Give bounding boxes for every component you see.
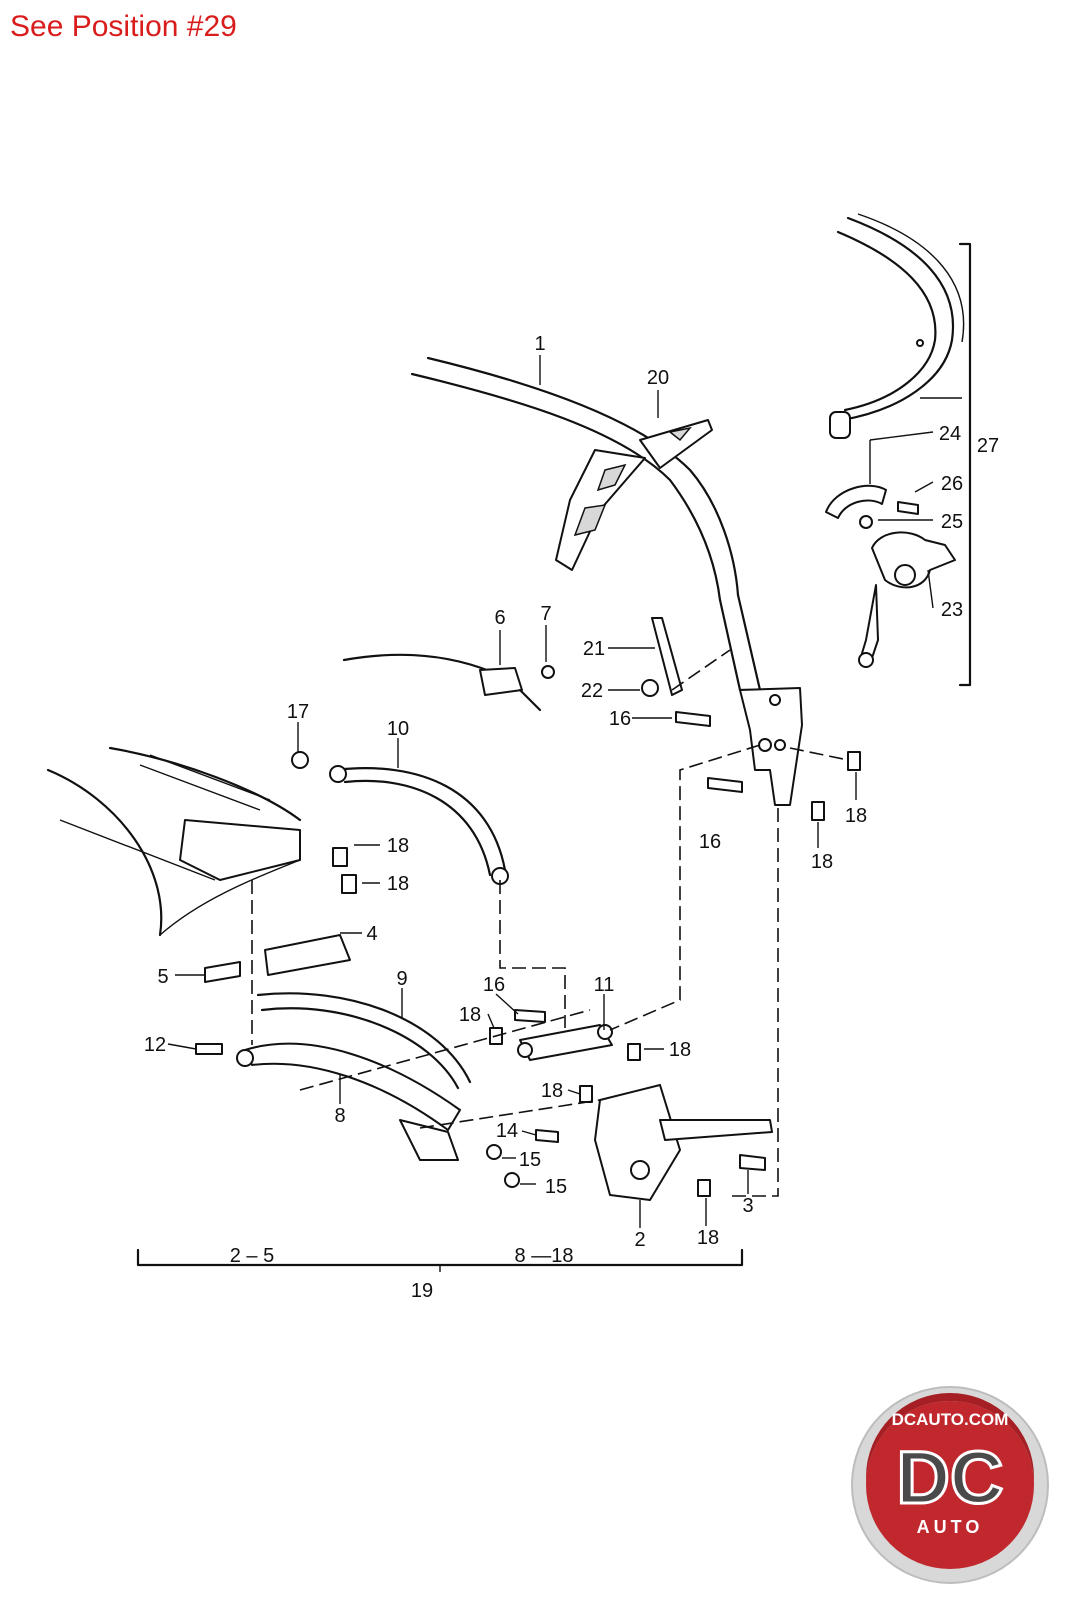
arm-part-8 — [236, 1042, 461, 1161]
cap-part-24 — [825, 484, 887, 519]
arm-part-9 — [256, 992, 472, 1090]
callout-18: 18 — [387, 873, 409, 895]
bolt-part-16-b — [707, 777, 743, 793]
callout-27: 27 — [977, 435, 999, 457]
nut-part-15-b — [504, 1172, 520, 1188]
clip-part-18 — [847, 751, 861, 771]
bolt-part-5 — [204, 961, 241, 983]
bolt-part-17 — [291, 751, 309, 769]
bolt-part-16-a — [675, 711, 711, 727]
callout-18: 18 — [541, 1080, 563, 1102]
clip-part-18 — [341, 874, 357, 894]
callout-18: 18 — [669, 1039, 691, 1061]
callout-25: 25 — [941, 511, 963, 533]
see-position-note: See Position #29 — [10, 10, 237, 43]
leader-lines — [167, 355, 934, 1228]
callout-16: 16 — [609, 708, 631, 730]
callout-9: 9 — [396, 968, 407, 990]
mechanism-part-23 — [858, 531, 956, 668]
callout-7: 7 — [540, 603, 551, 625]
callout-18: 18 — [845, 805, 867, 827]
callout-4: 4 — [366, 923, 377, 945]
callout-24: 24 — [939, 423, 961, 445]
callout-10: 10 — [387, 718, 409, 740]
callout-6: 6 — [494, 607, 505, 629]
svg-text:AUTO: AUTO — [917, 1517, 984, 1537]
bolt-part-12 — [195, 1043, 223, 1055]
range-2-5: 2 – 5 — [230, 1245, 274, 1267]
callout-12: 12 — [144, 1034, 166, 1056]
callout-15: 15 — [519, 1149, 541, 1171]
screw-part-26 — [897, 501, 919, 515]
main-bow-part-1 — [410, 356, 803, 806]
callout-15: 15 — [545, 1176, 567, 1198]
deck-lid — [46, 746, 302, 937]
callout-1: 1 — [534, 333, 545, 355]
dcauto-logo: DCAUTO.COM DC AUTO — [851, 1386, 1049, 1584]
callout-2: 2 — [634, 1229, 645, 1251]
callout-18: 18 — [387, 835, 409, 857]
clip-part-18 — [579, 1085, 593, 1103]
svg-text:DCAUTO.COM: DCAUTO.COM — [892, 1410, 1009, 1429]
callout-8: 8 — [334, 1105, 345, 1127]
callout-18: 18 — [811, 851, 833, 873]
callout-3: 3 — [742, 1195, 753, 1217]
hinge-bracket-part-2 — [594, 1084, 773, 1201]
clip-part-18 — [627, 1043, 641, 1061]
callout-16: 16 — [699, 831, 721, 853]
nut-part-25 — [859, 515, 873, 529]
seal-piece-part-20 — [555, 419, 713, 571]
callout-26: 26 — [941, 473, 963, 495]
group-bracket-19 — [136, 1248, 744, 1267]
callout-22: 22 — [581, 680, 603, 702]
callout-16: 16 — [483, 974, 505, 996]
bolt-part-3 — [739, 1154, 766, 1171]
callout-23: 23 — [941, 599, 963, 621]
clip-part-18 — [811, 801, 825, 821]
callout-11: 11 — [594, 974, 615, 996]
callout-21: 21 — [583, 638, 605, 660]
callout-5: 5 — [157, 966, 168, 988]
seal-arc-part-27 — [829, 213, 965, 439]
link-part-11 — [517, 1024, 613, 1061]
callout-18: 18 — [459, 1004, 481, 1026]
callout-17: 17 — [287, 701, 309, 723]
cable-part-6 — [342, 653, 555, 712]
nut-part-15-a — [486, 1144, 502, 1160]
bracket-part-4 — [264, 934, 351, 976]
callout-14: 14 — [496, 1120, 518, 1142]
arm-part-10 — [329, 765, 509, 885]
range-8-18: 8 —18 — [515, 1245, 574, 1267]
clip-part-18 — [332, 847, 348, 867]
callout-19: 19 — [411, 1280, 433, 1302]
bolt-part-16-c — [514, 1009, 546, 1023]
bracket-part-21 — [641, 617, 683, 697]
svg-text:DC: DC — [897, 1436, 1004, 1519]
clip-part-18 — [697, 1179, 711, 1197]
bolt-part-14 — [535, 1129, 559, 1143]
bracket-27 — [958, 242, 972, 687]
callout-18: 18 — [697, 1227, 719, 1249]
callout-20: 20 — [647, 367, 669, 389]
